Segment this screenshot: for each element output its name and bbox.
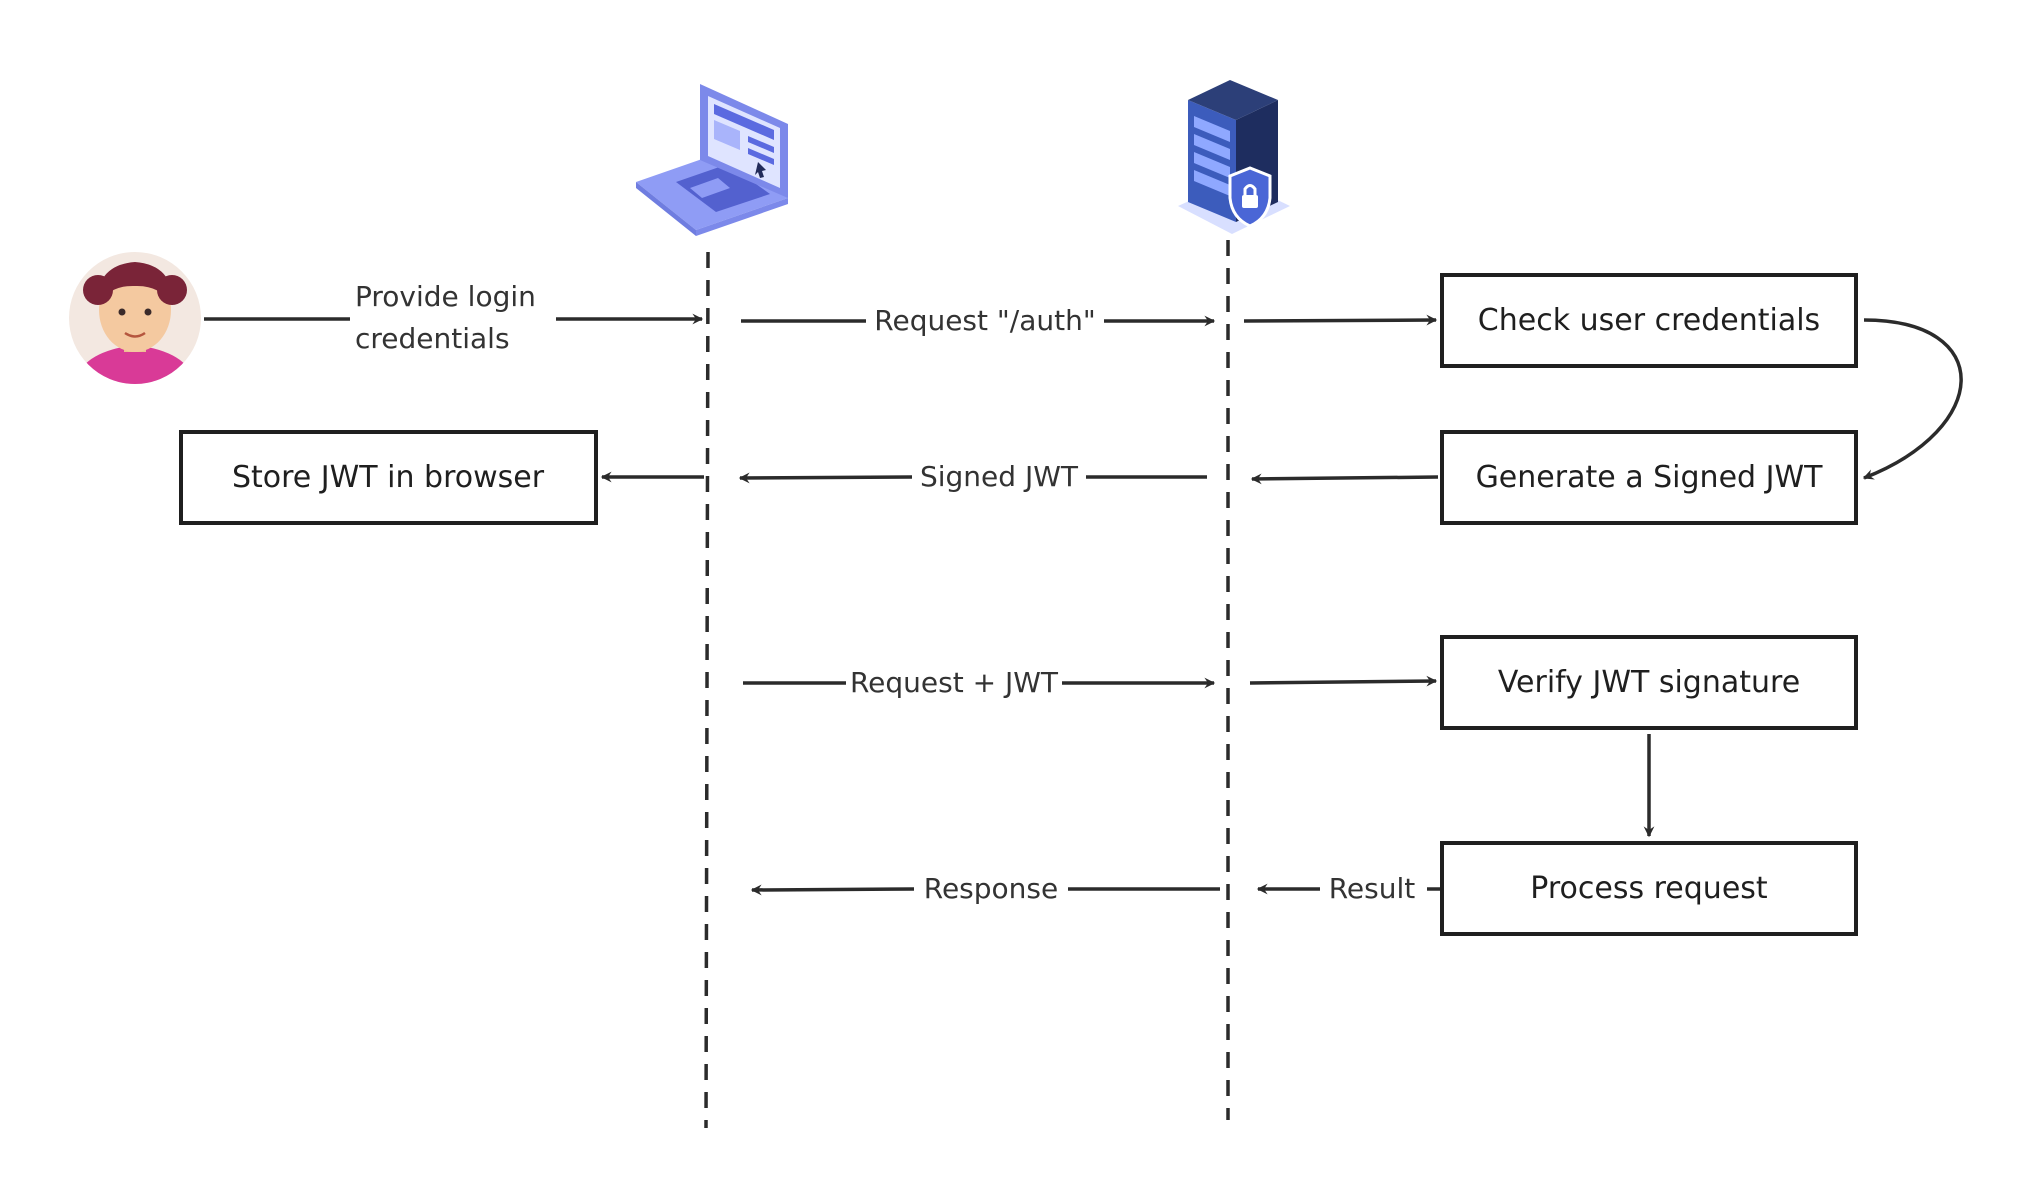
process-request-label: Process request	[1530, 871, 1768, 906]
server-to-check-arrow	[1243, 314, 1438, 326]
laptop-icon	[636, 84, 788, 236]
result-label: Result	[1329, 872, 1416, 905]
store-jwt-label: Store JWT in browser	[232, 460, 545, 495]
process-request-box: Process request	[1440, 841, 1858, 936]
client-lifeline	[704, 251, 710, 1129]
response-label: Response	[924, 872, 1058, 905]
signed-jwt-arrow	[738, 472, 913, 484]
verify-signature-box: Verify JWT signature	[1440, 635, 1858, 730]
generate-jwt-label: Generate a Signed JWT	[1476, 460, 1824, 495]
user-avatar-icon	[69, 252, 201, 384]
verify-signature-label: Verify JWT signature	[1498, 665, 1800, 700]
response-arrow	[750, 884, 915, 896]
request-auth-label: Request "/auth"	[874, 304, 1095, 337]
server-to-verify-arrow	[1249, 675, 1438, 687]
generate-jwt-box: Generate a Signed JWT	[1440, 430, 1858, 525]
check-to-generate-arrow	[1862, 318, 1963, 480]
check-credentials-box: Check user credentials	[1440, 273, 1858, 368]
store-jwt-box: Store JWT in browser	[179, 430, 598, 525]
generate-to-server-arrow	[1250, 473, 1439, 485]
request-jwt-label: Request + JWT	[850, 666, 1059, 699]
signed-jwt-label: Signed JWT	[920, 460, 1079, 493]
check-credentials-label: Check user credentials	[1478, 303, 1820, 338]
provide-login-label: Provide login	[355, 280, 536, 313]
credentials-label: credentials	[355, 322, 510, 355]
secure-server-icon	[1178, 80, 1290, 234]
